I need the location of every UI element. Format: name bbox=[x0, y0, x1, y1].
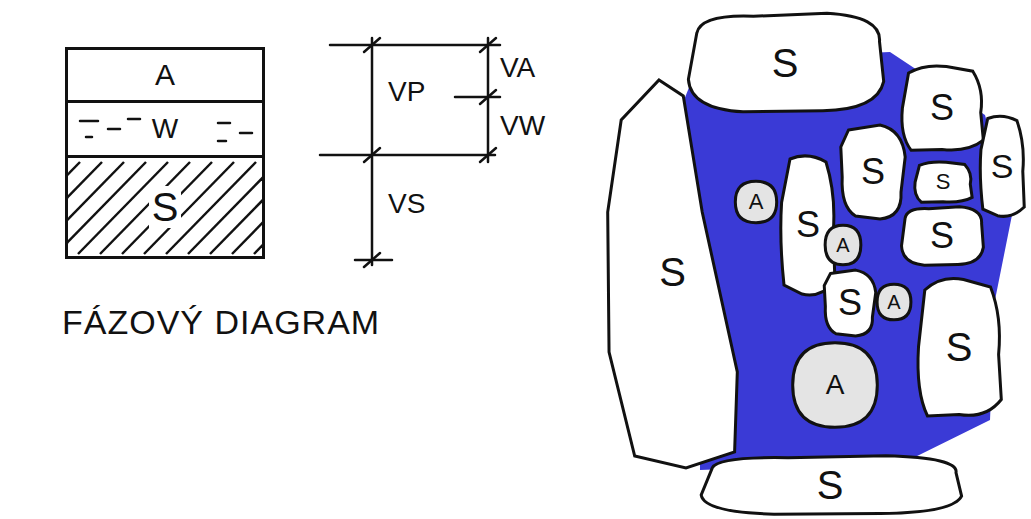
volume-label: VA bbox=[500, 54, 535, 82]
diagram-caption: FÁZOVÝ DIAGRAM bbox=[62, 305, 380, 339]
volume-label: VP bbox=[388, 78, 425, 106]
particle-label: S bbox=[656, 251, 689, 293]
soil-particle: S bbox=[680, 10, 890, 115]
particle-label: S bbox=[933, 170, 954, 194]
soil-particle: S bbox=[605, 72, 740, 472]
volume-label: VS bbox=[388, 190, 425, 218]
air-bubble: A bbox=[824, 224, 862, 266]
particle-label: A bbox=[833, 234, 852, 256]
particle-label: S bbox=[988, 148, 1017, 184]
soil-particle: S bbox=[898, 62, 986, 154]
soil-particle: S bbox=[898, 205, 986, 267]
soil-particle: S bbox=[838, 122, 908, 222]
soil-particle: S bbox=[914, 272, 1004, 422]
air-bubble: A bbox=[790, 340, 880, 430]
phase-label: S bbox=[149, 186, 182, 228]
particle-label: S bbox=[927, 89, 957, 127]
dimension-lines bbox=[320, 38, 500, 267]
air-phase-band: A bbox=[65, 47, 265, 103]
particle-label: S bbox=[769, 42, 802, 84]
air-bubble: A bbox=[876, 283, 912, 321]
phase-label: W bbox=[149, 114, 181, 144]
volume-label: VW bbox=[500, 112, 545, 140]
particle-label: A bbox=[746, 190, 767, 214]
soil-particle: S bbox=[690, 454, 970, 516]
solid-phase-band: S bbox=[65, 155, 265, 259]
particle-label: S bbox=[793, 206, 823, 244]
soil-particle: S bbox=[912, 160, 974, 204]
phase-label: A bbox=[152, 59, 178, 91]
soil-particle: S bbox=[978, 112, 1027, 220]
particle-label: S bbox=[858, 153, 888, 191]
particle-label: A bbox=[884, 291, 903, 313]
water-phase-band: W bbox=[65, 100, 265, 158]
particle-label: S bbox=[814, 464, 847, 506]
particle-label: S bbox=[927, 217, 957, 255]
soil-particle: S bbox=[822, 268, 878, 338]
particle-label: S bbox=[943, 326, 976, 368]
air-bubble: A bbox=[734, 180, 778, 224]
particle-label: S bbox=[835, 284, 865, 322]
particle-label: A bbox=[823, 370, 848, 400]
